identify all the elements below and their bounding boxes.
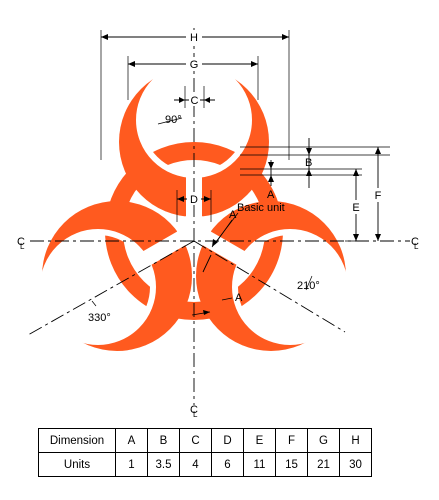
centerline-diagonal-left xyxy=(27,240,195,336)
a-label-center: A xyxy=(229,209,237,221)
angle-210-leader xyxy=(305,275,313,291)
centerline-diagonal-right xyxy=(193,240,346,333)
a-label-right: A xyxy=(267,189,275,201)
c-label: C xyxy=(191,95,199,107)
angle-330-label: 330° xyxy=(88,312,111,324)
a-label-lower: A xyxy=(235,292,243,304)
units-cell: 1 xyxy=(115,452,148,477)
dimension-cell: E xyxy=(243,428,276,453)
dimension-cell: A xyxy=(115,428,148,453)
centerline-symbol-right: CL xyxy=(411,236,419,251)
units-cell: 30 xyxy=(339,452,372,477)
d-label: D xyxy=(190,194,198,206)
a-lower-leader xyxy=(221,297,233,301)
f-label: F xyxy=(375,190,382,202)
b-arrowheads xyxy=(306,148,312,176)
a-small-gap-line xyxy=(202,254,212,273)
centerline-symbol-bottom: CL xyxy=(190,404,198,419)
dimension-row: Dimension A B C D E F G H xyxy=(38,428,372,453)
basic-unit-label: Basic unit xyxy=(237,202,285,214)
dimension-row-header: Dimension xyxy=(38,428,116,453)
dimension-cell: G xyxy=(307,428,340,453)
h-label: H xyxy=(190,32,198,44)
a-bottom-arrowhead xyxy=(203,310,210,315)
g-label: G xyxy=(190,59,199,71)
basic-unit-arrowhead xyxy=(212,239,218,247)
dimension-cell: B xyxy=(147,428,180,453)
dimension-cell: F xyxy=(275,428,308,453)
angle-90-label: 90° xyxy=(165,114,182,126)
angle-210-label: 210° xyxy=(297,280,320,292)
units-cell: 21 xyxy=(307,452,340,477)
units-cell: 6 xyxy=(211,452,244,477)
dimension-cell: D xyxy=(211,428,244,453)
units-cell: 4 xyxy=(179,452,212,477)
angle-90-leader xyxy=(157,117,183,125)
d-arrowheads xyxy=(177,196,211,202)
a-arrowheads-right xyxy=(268,162,274,182)
units-cell: 11 xyxy=(243,452,276,477)
dimension-cell: C xyxy=(179,428,212,453)
dimension-table: Dimension A B C D E F G H Units 1 3.5 4 … xyxy=(38,428,372,477)
units-cell: 15 xyxy=(275,452,308,477)
centerline-symbol-left: CL xyxy=(17,236,25,251)
angle-330-leader xyxy=(91,300,97,307)
units-cell: 3.5 xyxy=(147,452,180,477)
b-label: B xyxy=(305,157,312,169)
e-label: E xyxy=(352,202,359,214)
units-row-header: Units xyxy=(38,452,116,477)
dimension-cell: H xyxy=(339,428,372,453)
units-row: Units 1 3.5 4 6 11 15 21 30 xyxy=(38,452,372,477)
